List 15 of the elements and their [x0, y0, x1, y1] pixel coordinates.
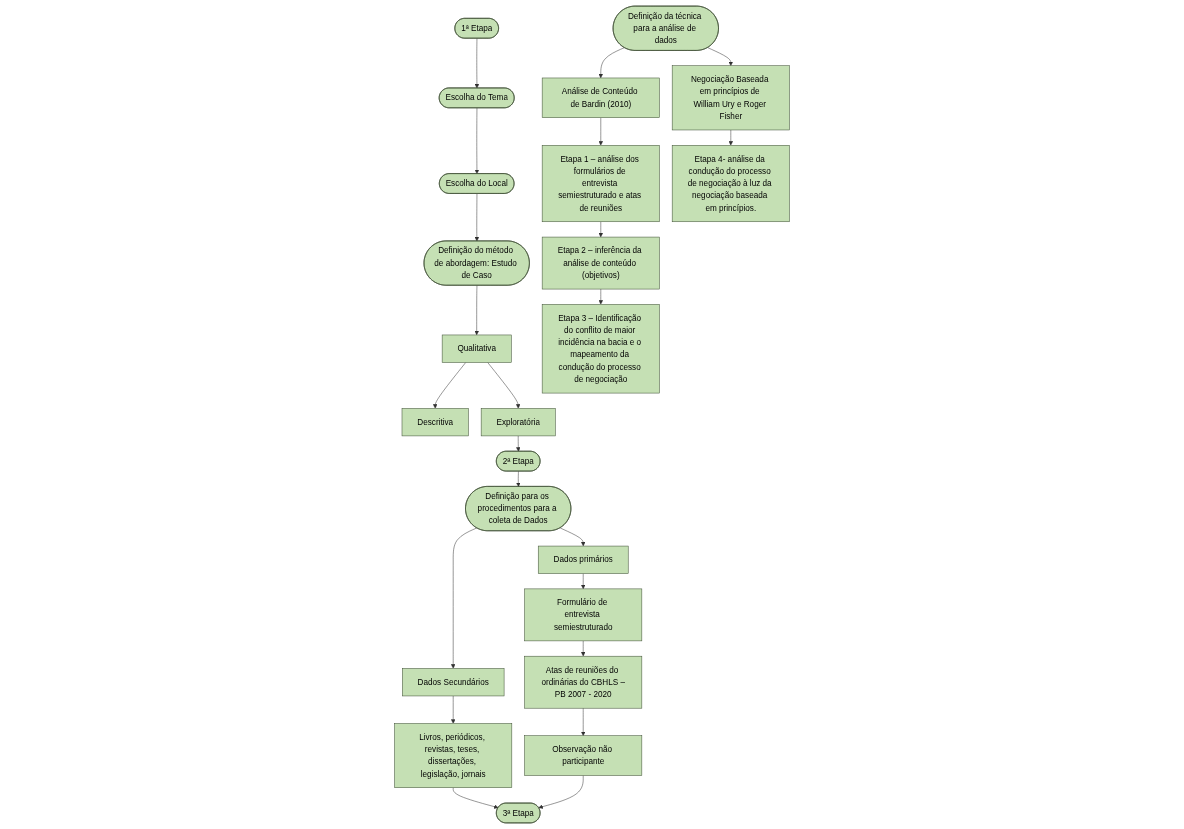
- node-box: Dados primários: [537, 545, 629, 574]
- node-box: Livros, periódicos, revistas, teses, dissertações, legislação, jornais: [394, 723, 513, 788]
- node-box: Formulário de entrevista semiestruturado: [524, 588, 643, 642]
- node-box: Qualitativa: [441, 334, 512, 363]
- node-box: Etapa 4- análise da condução do processo de negociação à luz da negociação baseada em princípios.: [671, 145, 790, 222]
- node-box: Atas de reuniões do ordinárias do CBHLS –PB 2007 - 2020: [524, 655, 643, 709]
- node-box: Dados Secundários: [402, 668, 505, 697]
- node-box: Observação não participante: [524, 735, 643, 776]
- node-box: Etapa 3 – Identificação do conflito de maior incidência na bacia e o mapeamento da condução do processo de negociação: [541, 304, 660, 394]
- node-box: Exploratória: [480, 408, 556, 437]
- node-box: Etapa 1 – análise dos formulários de entrevista semiestruturado e atas de reuniões: [541, 145, 660, 222]
- node-box: Etapa 2 – inferência da análise de conteúdo (objetivos): [541, 236, 660, 290]
- node-box: Análise de Conteúdo de Bardin (2010): [541, 77, 660, 118]
- node-box: Negociação Baseada em princípios de William Ury e Roger Fisher: [671, 65, 790, 131]
- node-box: Descritiva: [401, 408, 469, 437]
